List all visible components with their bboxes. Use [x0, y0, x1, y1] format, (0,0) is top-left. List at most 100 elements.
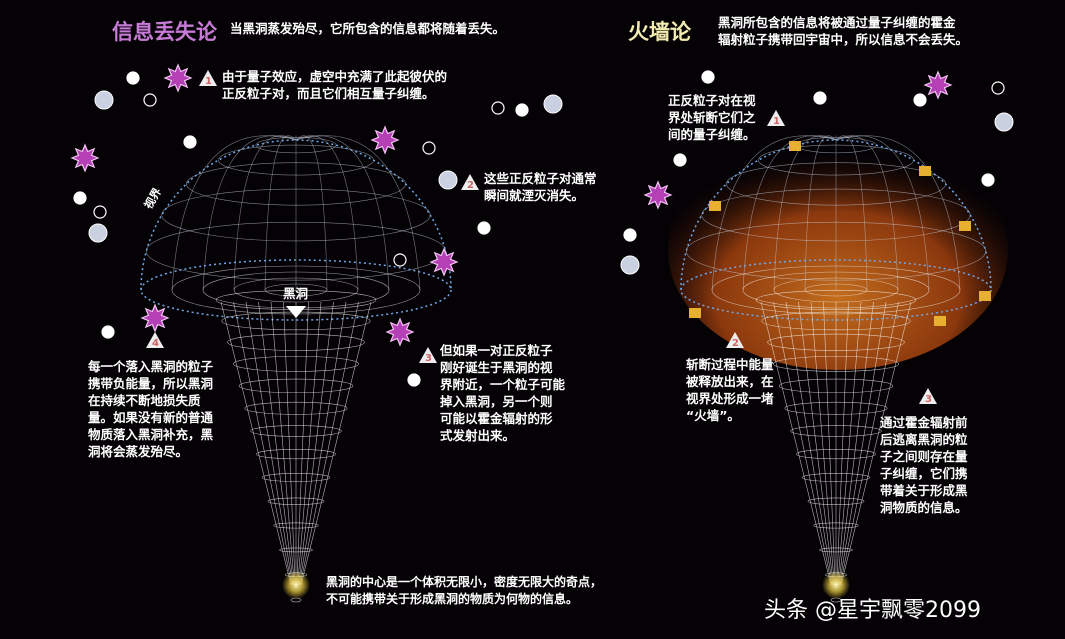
left-title: 信息丢失论: [112, 20, 217, 44]
blackhole-pointer-icon: [286, 306, 306, 318]
dome-meridian: [295, 135, 421, 291]
particle-icon: [701, 70, 715, 84]
funnel-line: [838, 301, 874, 586]
broken-lock-icon: [789, 141, 801, 151]
funnel-line: [299, 301, 359, 586]
funnel-line: [839, 301, 887, 586]
black-hole-right: [680, 135, 992, 603]
singularity-right: [822, 571, 850, 599]
broken-lock-icon: [934, 316, 946, 326]
funnel-line: [298, 301, 334, 586]
event-horizon: [140, 139, 452, 291]
broken-lock-icon: [959, 221, 971, 231]
funnel-line: [233, 301, 293, 586]
particle-icon: [673, 153, 687, 167]
particle-burst-icon: [643, 180, 673, 210]
right-title: 火墙论: [628, 20, 691, 44]
funnel-line: [773, 301, 833, 586]
funnel-line: [245, 301, 293, 586]
broken-lock-icon: [979, 291, 991, 301]
particle-icon: [183, 135, 197, 149]
particle-icon: [813, 91, 827, 105]
dome-meridian: [233, 135, 297, 291]
dome-meridian: [742, 135, 837, 291]
firewall-glow: [668, 130, 1008, 370]
dome-meridian: [295, 135, 390, 291]
particle-icon: [515, 103, 529, 117]
particle-burst-icon: [429, 247, 459, 277]
watermark: 头条 @星宇飘零2099: [764, 598, 981, 623]
step-number: 3: [925, 394, 932, 405]
left-step2-text: 这些正反粒子对通常 瞬间就湮灭消失。: [484, 171, 597, 203]
funnel-line: [837, 301, 862, 586]
funnel-line: [836, 301, 849, 586]
grid-ring: [264, 283, 328, 297]
grid-ring: [742, 271, 930, 309]
left-step4-text: 每一个落入黑洞的粒子 携带负能量，所以黑洞 在持续不断地损失质 量。如果没有新的…: [88, 359, 214, 459]
dome-meridian: [835, 135, 899, 291]
black-hole-left: [140, 135, 452, 603]
funnel-line: [840, 301, 912, 586]
right-step1-text: 正反粒子对在视 界处斩断它们之 间的量子纠缠。: [668, 93, 756, 142]
particle-burst-icon: [923, 70, 953, 100]
dome-meridian: [295, 135, 328, 291]
funnel-line: [220, 301, 292, 586]
step-number: 4: [152, 338, 159, 349]
right-subtitle: 黑洞所包含的信息将被通过量子纠缠的霍金 辐射粒子携带回宇宙中，所以信息不会丢失。: [718, 15, 969, 47]
funnel-line: [296, 301, 309, 586]
step-number-icon: [919, 388, 937, 404]
antiparticle-icon: [93, 205, 107, 219]
dome-meridian: [264, 135, 297, 291]
broken-lock-icon: [709, 201, 721, 211]
annihilation-icon: [438, 170, 458, 190]
dome-meridian: [773, 135, 837, 291]
funnel-line: [823, 301, 836, 586]
particle-icon: [101, 325, 115, 339]
right-step3-text: 通过霍金辐射前 后逃离黑洞的粒 子之间则存在量 子纠缠，它们携 带着关于形成黑 …: [880, 415, 968, 515]
particle-burst-icon: [140, 303, 170, 333]
right-step2-text: 斩断过程中能量 被释放出来，在 视界处形成一堵 “火墙”。: [686, 357, 774, 423]
funnel-line: [798, 301, 834, 586]
dome-meridian: [295, 135, 359, 291]
particle-icon: [73, 191, 87, 205]
step-number-icon: [146, 332, 164, 348]
funnel-line: [760, 301, 832, 586]
dome-meridian: [835, 135, 868, 291]
step-number-icon: [726, 332, 744, 348]
particle-icon: [407, 373, 421, 387]
antiparticle-icon: [422, 141, 436, 155]
antiparticle-icon: [143, 93, 157, 107]
dome-meridian: [835, 135, 930, 291]
antiparticle-icon: [491, 101, 505, 115]
step-number-icon: [461, 174, 479, 190]
funnel-line: [810, 301, 835, 586]
funnel-line: [258, 301, 294, 586]
grid-ring: [804, 283, 868, 297]
particle-icon: [981, 173, 995, 187]
left-subtitle: 当黑洞蒸发殆尽，它所包含的信息都将随着丢失。: [230, 21, 506, 36]
funnel-line: [283, 301, 296, 586]
step-number: 1: [773, 116, 780, 127]
grid-ring: [711, 265, 961, 315]
horizon-rim: [680, 259, 992, 321]
annihilation-icon: [94, 90, 114, 110]
particle-burst-icon: [370, 125, 400, 155]
step-number: 3: [425, 353, 432, 364]
particle-icon: [126, 71, 140, 85]
particle-burst-icon: [385, 317, 415, 347]
dome-meridian: [804, 135, 837, 291]
funnel-line: [785, 301, 833, 586]
singularity-left: [282, 571, 310, 599]
funnel-line: [839, 301, 899, 586]
particle-burst-icon: [70, 143, 100, 173]
particle-icon: [623, 228, 637, 242]
step-number-icon: [767, 110, 785, 126]
event-horizon: [680, 139, 992, 291]
funnel-line: [297, 301, 322, 586]
blackhole-label: 黑洞: [283, 286, 309, 301]
horizon-rim: [140, 259, 452, 321]
annihilation-icon: [543, 94, 563, 114]
particle-burst-icon: [163, 63, 193, 93]
particle-icon: [477, 221, 491, 235]
grid-ring: [233, 277, 359, 303]
